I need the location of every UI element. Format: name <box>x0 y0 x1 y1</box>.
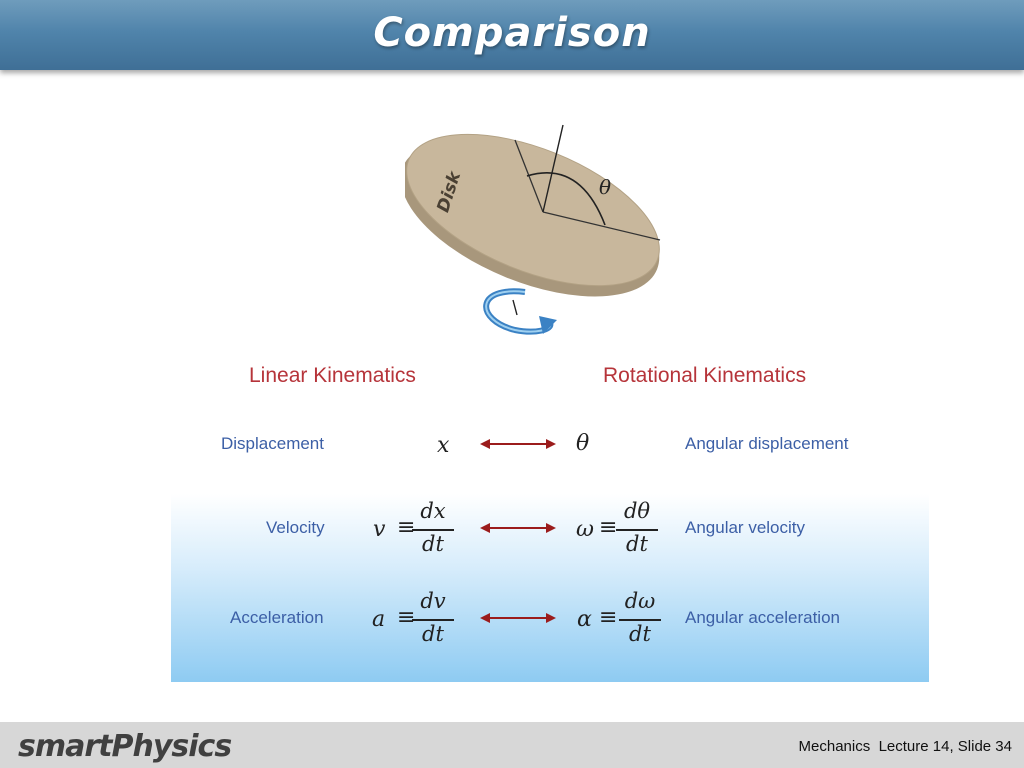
double-arrow-icon <box>480 613 556 623</box>
title-bar <box>0 0 1024 70</box>
footer-bar <box>0 722 1024 768</box>
equiv-sign: ≡ <box>599 515 618 540</box>
rotation-axis <box>542 124 564 213</box>
acceleration-denominator: dt <box>422 622 444 646</box>
acceleration-label: Acceleration <box>230 608 324 627</box>
slide-info: Mechanics Lecture 14, Slide 34 <box>798 738 1012 755</box>
rotation-axis-lower <box>512 299 518 316</box>
angular-acceleration-numerator: dω <box>624 589 656 613</box>
double-arrow-icon <box>480 523 556 533</box>
rotation-arrow-icon <box>483 288 557 335</box>
angular-acceleration-symbol: α <box>577 607 592 632</box>
smartphysics-logo: smartPhysics <box>18 729 232 764</box>
angular-displacement-symbol: θ <box>576 431 590 456</box>
velocity-denominator: dt <box>422 532 444 556</box>
angle-label: θ <box>599 175 611 199</box>
linear-kinematics-heading: Linear Kinematics <box>249 364 416 387</box>
angular-velocity-numerator: dθ <box>623 499 651 523</box>
velocity-label: Velocity <box>266 518 325 537</box>
acceleration-symbol: a <box>372 607 386 632</box>
rotated-radius <box>542 211 661 241</box>
angular-acceleration-denominator: dt <box>629 622 651 646</box>
velocity-numerator: dx <box>420 499 446 523</box>
angular-velocity-label: Angular velocity <box>685 518 806 537</box>
angular-displacement-label: Angular displacement <box>685 434 849 453</box>
displacement-label: Displacement <box>221 434 324 453</box>
slide-title: Comparison <box>373 10 651 56</box>
velocity-symbol: v <box>373 517 386 542</box>
equiv-sign: ≡ <box>397 515 416 540</box>
equiv-sign: ≡ <box>397 605 416 630</box>
angle-arc <box>526 172 606 226</box>
linear-displacement-symbol: x <box>437 433 450 458</box>
angular-velocity-symbol: ω <box>576 517 594 542</box>
equiv-sign: ≡ <box>599 605 618 630</box>
disk-figure: θ Disk <box>405 124 661 335</box>
angular-acceleration-label: Angular acceleration <box>685 608 840 627</box>
acceleration-numerator: dv <box>420 589 446 613</box>
angular-velocity-denominator: dt <box>626 532 648 556</box>
double-arrow-icon <box>480 439 556 449</box>
rotational-kinematics-heading: Rotational Kinematics <box>603 364 807 387</box>
